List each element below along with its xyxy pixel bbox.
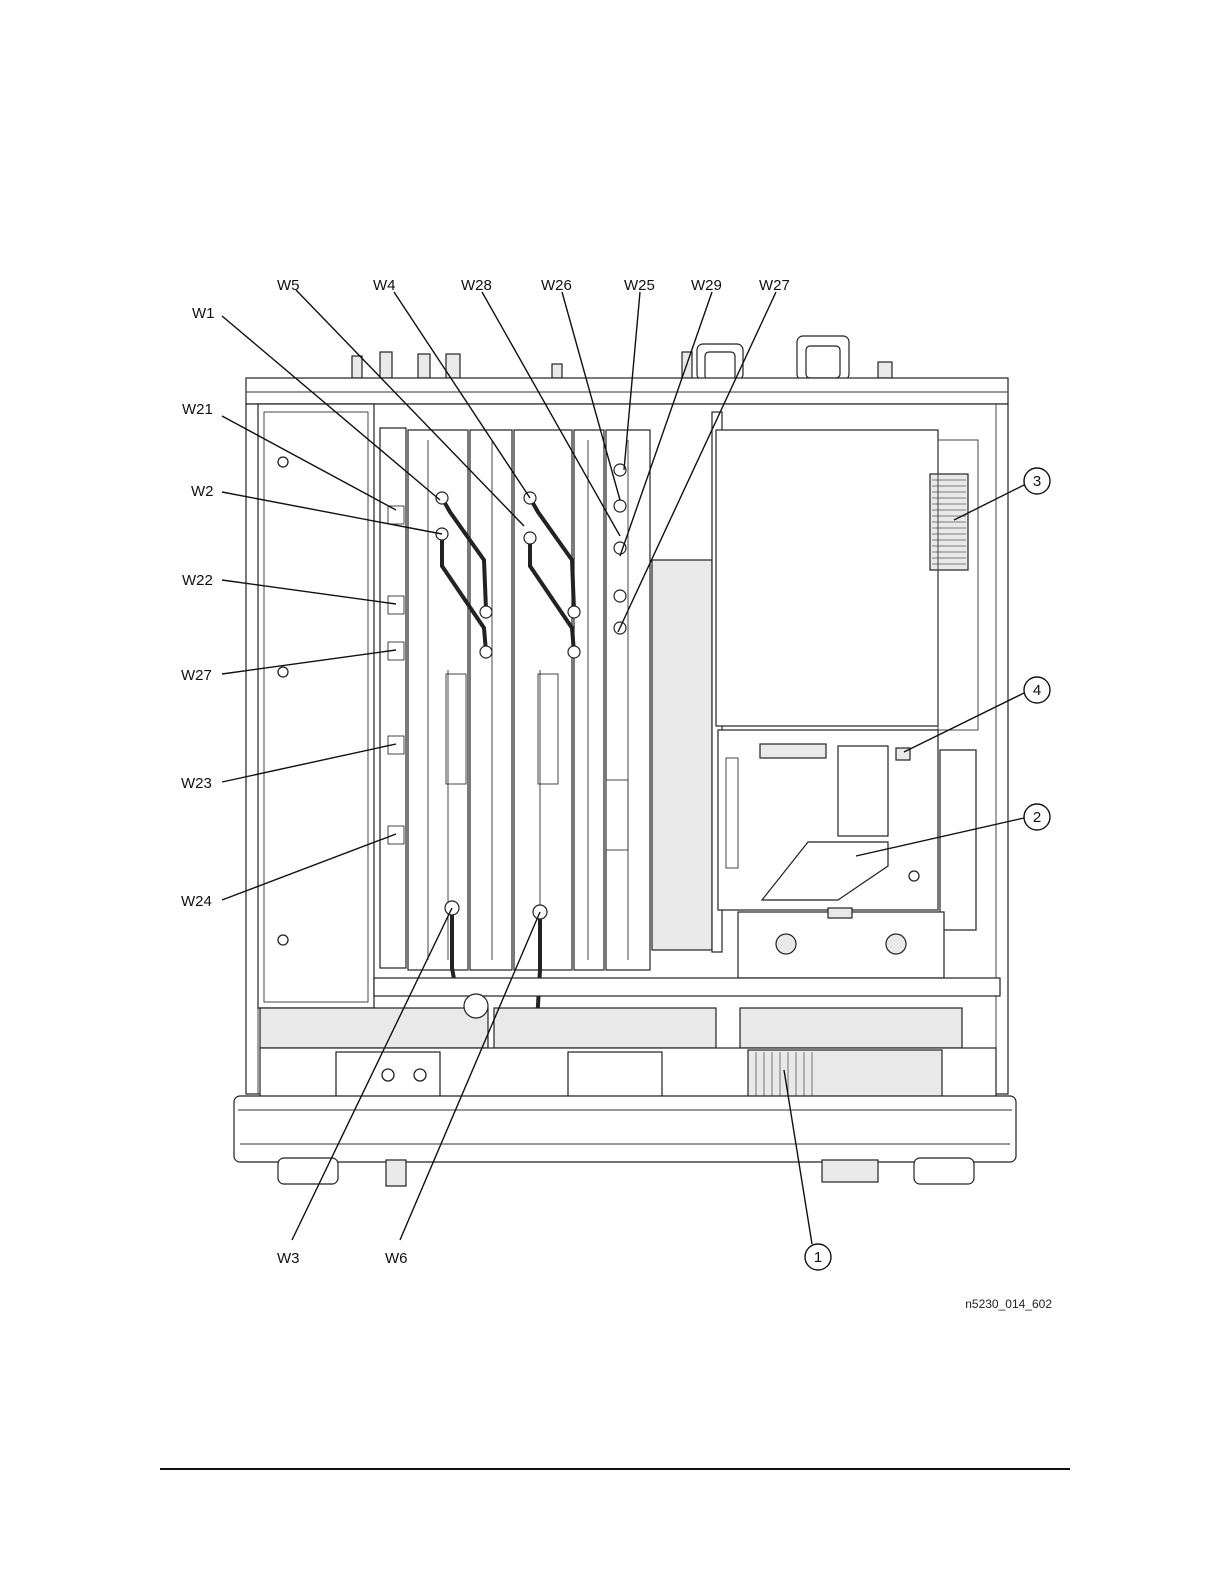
label-w23: W23	[181, 775, 212, 792]
label-w6: W6	[385, 1250, 408, 1267]
callout-2-number: 2	[1033, 809, 1041, 826]
card-slots	[408, 430, 650, 970]
label-w27-top: W27	[759, 277, 790, 294]
figure-id: n5230_014_602	[965, 1297, 1052, 1311]
callout-3-number: 3	[1033, 473, 1041, 490]
callout-1-number: 1	[814, 1249, 822, 1266]
callout-3: 3	[1024, 468, 1050, 494]
callout-4: 4	[1024, 677, 1050, 703]
callout-4-number: 4	[1033, 682, 1041, 699]
label-w5: W5	[277, 277, 300, 294]
label-w24: W24	[181, 893, 212, 910]
label-w22: W22	[182, 572, 213, 589]
label-w1: W1	[192, 305, 215, 322]
label-w28: W28	[461, 277, 492, 294]
callout-1: 1	[805, 1244, 831, 1270]
label-w25: W25	[624, 277, 655, 294]
label-w4: W4	[373, 277, 396, 294]
label-w21: W21	[182, 401, 213, 418]
label-w3: W3	[277, 1250, 300, 1267]
label-w2: W2	[191, 483, 214, 500]
label-w26: W26	[541, 277, 572, 294]
callout-2: 2	[1024, 804, 1050, 830]
label-w29: W29	[691, 277, 722, 294]
label-w27-left: W27	[181, 667, 212, 684]
footer-rule	[160, 1468, 1070, 1470]
